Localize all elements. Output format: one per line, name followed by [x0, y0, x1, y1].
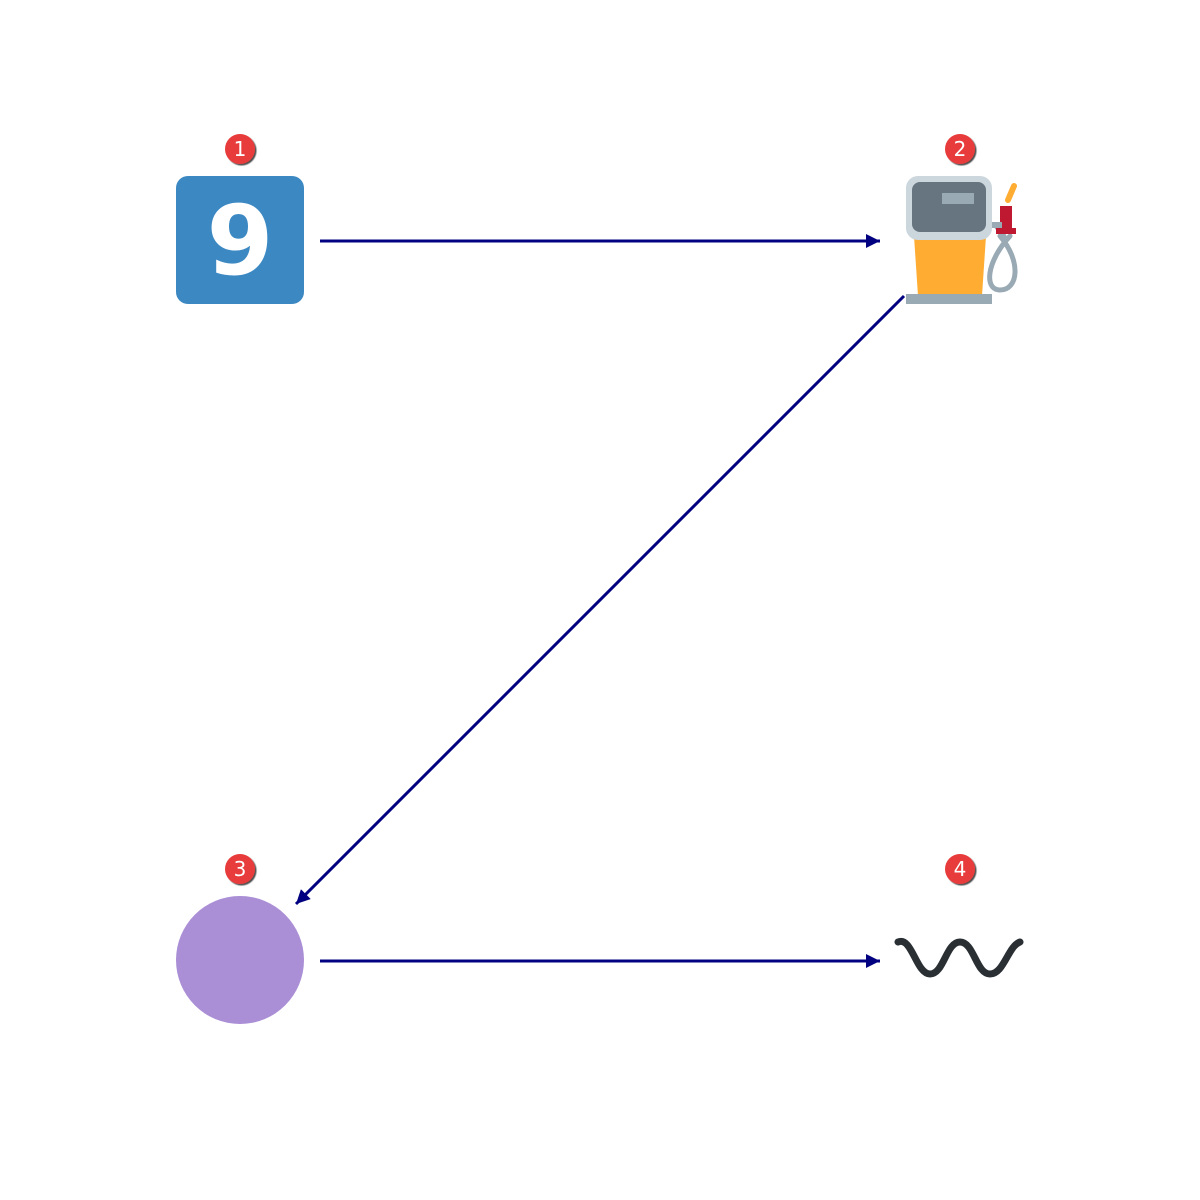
node-badge-2 — [945, 134, 975, 164]
edges — [294, 234, 906, 968]
node-badge-1 — [225, 134, 255, 164]
node-badge-4 — [945, 854, 975, 884]
fuel-pump-icon — [906, 176, 1018, 304]
edge-2-to-3 — [294, 294, 906, 906]
node-4[interactable]: 4 — [894, 854, 1024, 978]
node-3[interactable]: 3 — [176, 854, 304, 1024]
purple-circle-icon — [176, 896, 304, 1024]
node-2[interactable]: 2 — [906, 134, 1018, 304]
keycap-nine-icon: 9 — [176, 176, 304, 304]
badge-label-4: 4 — [954, 857, 967, 881]
badge-label-3: 3 — [234, 857, 247, 881]
wavy-dash-icon — [894, 938, 1024, 978]
badge-label-2: 2 — [954, 137, 967, 161]
keycap-glyph: 9 — [207, 185, 274, 297]
node-badge-3 — [225, 854, 255, 884]
node-1[interactable]: 9 1 — [176, 134, 304, 304]
badge-label-1: 1 — [234, 137, 247, 161]
